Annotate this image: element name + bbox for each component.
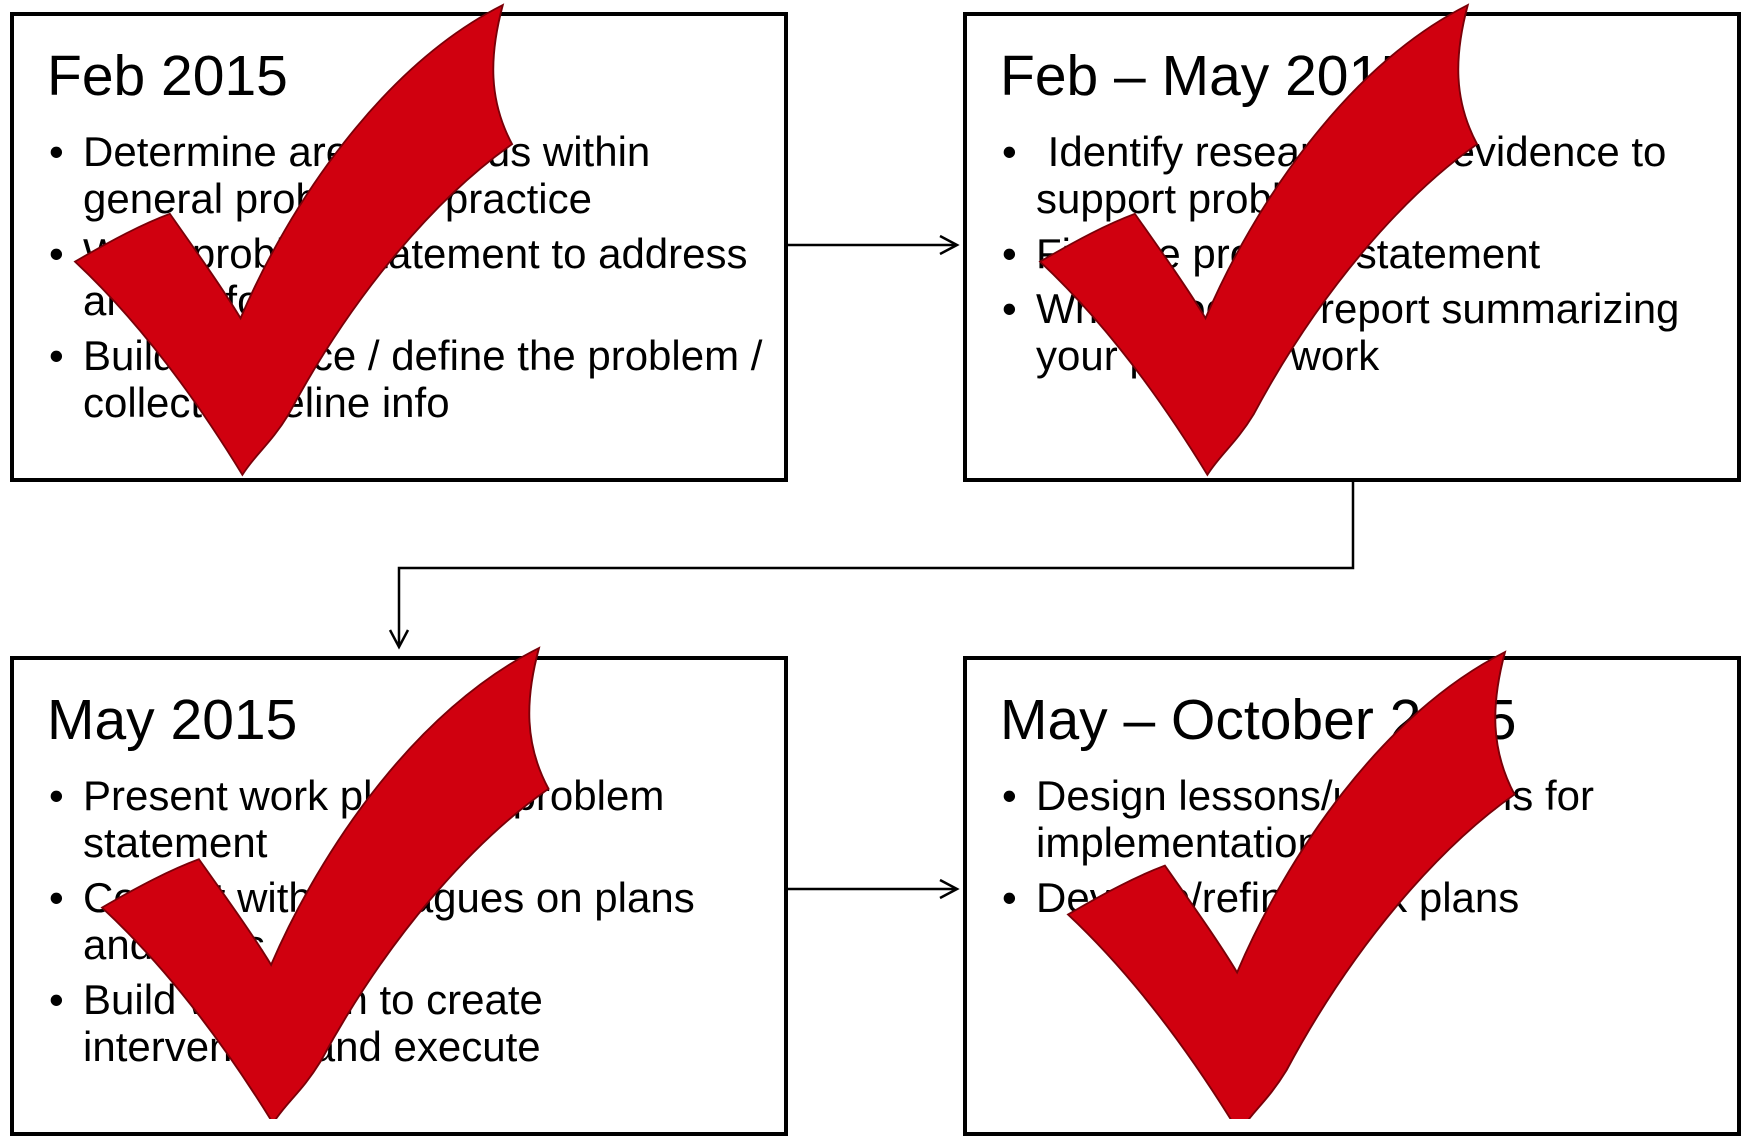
bullet-dot: •	[49, 128, 64, 175]
bullet-text: Design lessons/units/plans for implement…	[1036, 772, 1594, 866]
bullet-text: Consult with colleagues on plans and ide…	[83, 874, 695, 968]
timeline-box-feb-may-2015: Feb – May 2015 • Identify research and e…	[963, 12, 1741, 482]
bullet-list: • Identify research and evidence to supp…	[1000, 128, 1720, 387]
bullet-item: • Design lessons/units/plans for implemen…	[1000, 772, 1720, 866]
connector-box2-to-box3	[388, 482, 1355, 650]
bullet-item: • Write problem statement to address area…	[47, 230, 767, 324]
box-title: Feb – May 2015	[1000, 44, 1412, 108]
bullet-dot: •	[49, 772, 64, 819]
box-title: May – October 2015	[1000, 688, 1517, 752]
bullet-text: Build evidence / define the problem / co…	[83, 332, 763, 426]
bullet-text: Build work plan to create intervention a…	[83, 976, 543, 1070]
bullet-list: • Design lessons/units/plans for implemen…	[1000, 772, 1720, 929]
bullet-item: • Write progress report summarizing your …	[1000, 285, 1720, 379]
bullet-text: Finalize problem statement	[1036, 230, 1541, 277]
bullet-dot: •	[1002, 874, 1017, 921]
bullet-text: Identify research and evidence to suppor…	[1036, 128, 1679, 222]
bullet-item: • Consult with colleagues on plans and id…	[47, 874, 767, 968]
bullet-list: • Present work plan and problem statement…	[47, 772, 767, 1078]
bullet-item: • Finalize problem statement	[1000, 230, 1720, 277]
bullet-item: • Develop/refine work plans	[1000, 874, 1720, 921]
bullet-item: • Build evidence / define the problem / c…	[47, 332, 767, 426]
bullet-dot: •	[1002, 230, 1017, 277]
bullet-item: • Determine area of focus within general …	[47, 128, 767, 222]
bullet-text: Determine area of focus within general p…	[83, 128, 651, 222]
bullet-item: • Identify research and evidence to supp…	[1000, 128, 1720, 222]
bullet-text: Develop/refine work plans	[1036, 874, 1520, 921]
timeline-box-may-2015: May 2015 • Present work plan and problem …	[10, 656, 788, 1136]
bullet-dot: •	[49, 332, 64, 379]
bullet-dot: •	[49, 230, 64, 277]
bullet-item: • Build work plan to create intervention …	[47, 976, 767, 1070]
connector-box3-to-box4	[788, 878, 960, 900]
timeline-box-feb-2015: Feb 2015 • Determine area of focus within…	[10, 12, 788, 482]
box-title: May 2015	[47, 688, 298, 752]
bullet-text: Write progress report summarizing your p…	[1036, 285, 1680, 379]
bullet-dot: •	[1002, 772, 1017, 819]
bullet-text: Present work plan and problem statement	[83, 772, 665, 866]
bullet-dot: •	[1002, 285, 1017, 332]
connector-box1-to-box2	[788, 234, 960, 256]
bullet-dot: •	[49, 874, 64, 921]
bullet-item: • Present work plan and problem statement	[47, 772, 767, 866]
bullet-dot: •	[49, 976, 64, 1023]
bullet-text: Write problem statement to address area …	[83, 230, 748, 324]
bullet-dot: •	[1002, 128, 1017, 175]
timeline-box-may-oct-2015: May – October 2015 • Design lessons/units…	[963, 656, 1741, 1136]
bullet-list: • Determine area of focus within general …	[47, 128, 767, 434]
box-title: Feb 2015	[47, 44, 288, 108]
